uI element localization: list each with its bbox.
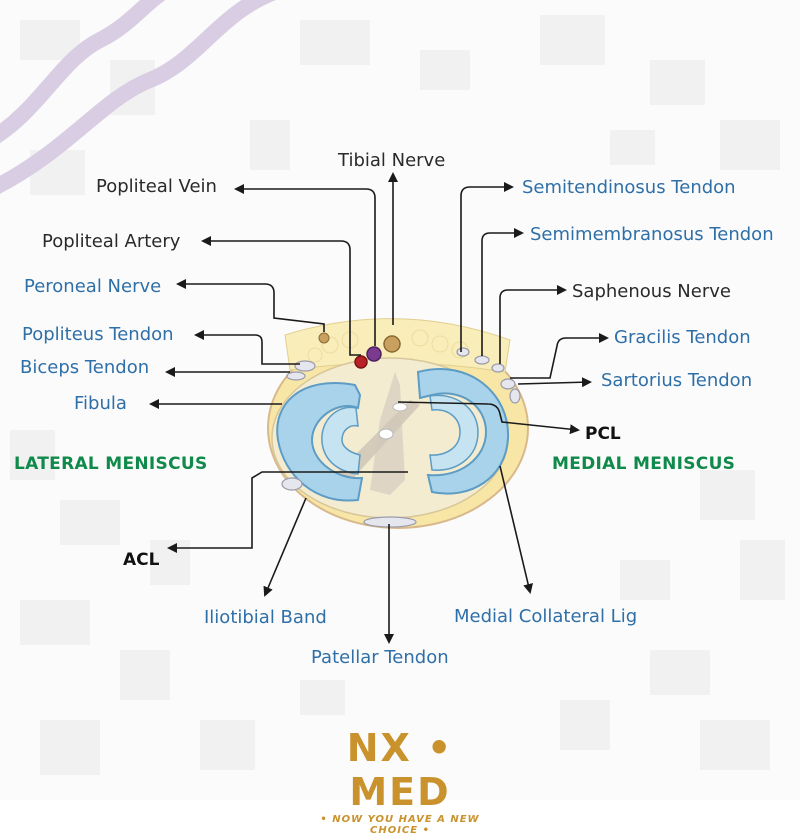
label-lateral-meniscus: LATERAL MENISCUS (14, 454, 208, 474)
label-fibula: Fibula (74, 393, 127, 414)
label-sartorius-tendon: Sartorius Tendon (601, 370, 753, 391)
label-medial-collateral-lig: Medial Collateral Lig (454, 606, 638, 627)
label-semitendinosus-tendon: Semitendinosus Tendon (522, 177, 736, 198)
label-peroneal-nerve: Peroneal Nerve (24, 276, 162, 297)
label-popliteal-vein: Popliteal Vein (96, 176, 217, 197)
logo-tagline: • NOW YOU HAVE A NEW CHOICE • (320, 814, 480, 836)
brand-logo: NX • MED • NOW YOU HAVE A NEW CHOICE • (300, 726, 500, 836)
label-acl: ACL (123, 550, 160, 570)
tibial-nerve-dot (383, 335, 401, 353)
label-patellar-tendon: Patellar Tendon (311, 647, 449, 668)
popliteal-artery-dot (354, 355, 368, 369)
logo-name: NX • MED (346, 726, 454, 814)
label-popliteus-tendon: Popliteus Tendon (22, 324, 174, 345)
knee-body (267, 318, 529, 529)
medial-meniscus (416, 367, 510, 495)
label-popliteal-artery: Popliteal Artery (42, 231, 181, 252)
peroneal-nerve-dot (318, 332, 330, 344)
leader-lines (149, 172, 609, 644)
diagram-canvas: Tibial Nerve Popliteal Vein Popliteal Ar… (0, 0, 774, 836)
decorative-wave (0, 0, 277, 194)
acl-band (320, 400, 420, 498)
label-gracilis-tendon: Gracilis Tendon (614, 327, 751, 348)
knee-cross-section (149, 172, 609, 644)
lateral-meniscus (276, 382, 364, 502)
label-biceps-tendon: Biceps Tendon (20, 357, 150, 378)
label-iliotibial-band: Iliotibial Band (204, 607, 327, 628)
label-saphenous-nerve: Saphenous Nerve (572, 281, 731, 302)
label-tibial-nerve: Tibial Nerve (338, 150, 446, 171)
label-medial-meniscus: MEDIAL MENISCUS (552, 454, 736, 474)
popliteal-vein-dot (366, 346, 382, 362)
label-semimembranosus-tendon: Semimembranosus Tendon (530, 224, 774, 245)
label-pcl: PCL (585, 424, 621, 444)
background-pattern (0, 0, 277, 194)
